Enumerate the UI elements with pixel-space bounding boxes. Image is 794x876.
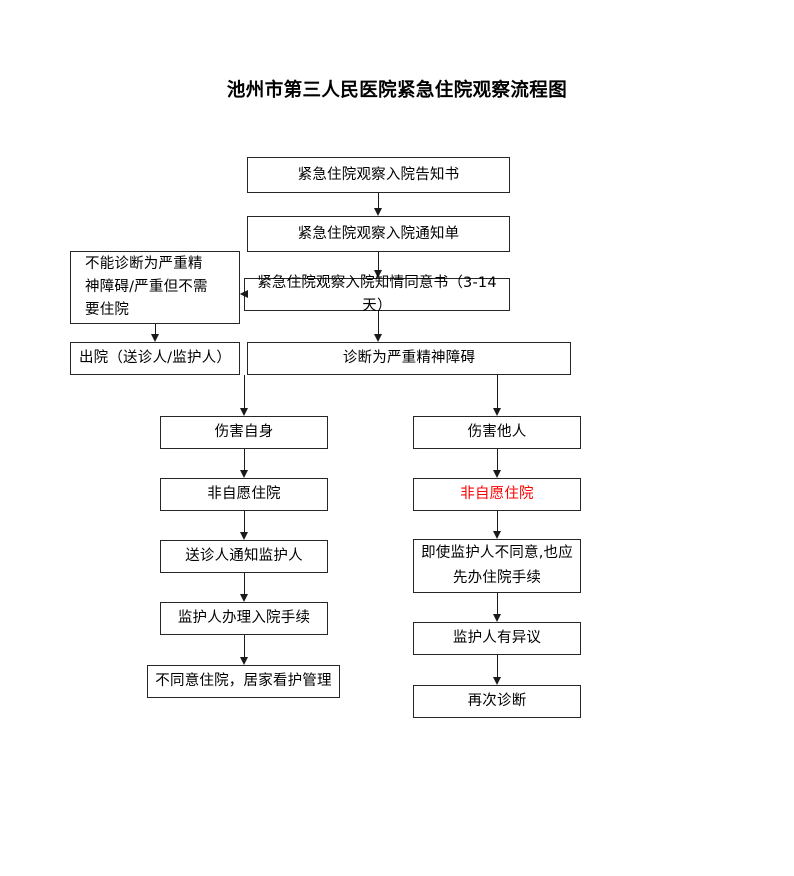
node-label: 送诊人通知监护人 [185,548,303,564]
arrowhead-even-if-to-objection [493,614,501,622]
page-title: 池州市第三人民医院紧急住院观察流程图 [226,80,568,101]
arrowhead-harm-others-to-involuntary [493,470,501,478]
node-re-diagnose[interactable]: 再次诊断 [413,685,581,718]
node-label: 紧急住院观察入院通知单 [297,225,460,242]
node-label: 紧急住院观察入院告知书 [297,166,460,183]
connector-harm-others-to-involuntary [496,449,499,470]
arrowhead-notify-to-procedures [240,594,248,602]
node-label: 再次诊断 [467,693,527,709]
arrowhead-consent-to-cannot-diagnose [240,289,248,298]
arrowhead-admission-to-consent [374,270,382,278]
connector-objection-to-rediagnose [496,655,499,677]
arrowhead-involuntary-right-to-even-if [493,531,501,539]
node-involuntary-admission-right[interactable]: 非自愿住院 [413,478,581,511]
node-cannot-diagnose[interactable]: 不能诊断为严重精 神障碍/严重但不需 要住院 [70,251,240,324]
arrowhead-notice-to-admission [374,208,382,216]
connector-diagnosed-to-harm-others [496,375,499,408]
connector-procedures-to-home-care [243,635,246,657]
arrowhead-objection-to-rediagnose [493,677,501,685]
node-label: 紧急住院观察入院知情同意书（3-14 天） [257,274,497,314]
arrowhead-consent-to-diagnosed [374,334,382,342]
connector-even-if-to-objection [496,593,499,614]
node-label: 非自愿住院 [207,486,281,502]
arrowhead-involuntary-to-notify-guardian [240,532,248,540]
node-label: 出院（送诊人/监护人） [78,350,232,366]
node-harm-self[interactable]: 伤害自身 [160,416,328,449]
node-notice-book[interactable]: 紧急住院观察入院告知书 [247,157,510,193]
node-label: 伤害自身 [214,424,274,440]
node-label: 监护人办理入院手续 [177,610,311,626]
node-guardian-objection[interactable]: 监护人有异议 [413,622,581,655]
connector-harm-self-to-involuntary [243,449,246,470]
connector-consent-to-diagnosed [377,311,380,334]
node-discharge[interactable]: 出院（送诊人/监护人） [70,342,240,375]
connector-involuntary-to-notify-guardian [243,511,246,532]
node-harm-others[interactable]: 伤害他人 [413,416,581,449]
node-diagnosed-severe[interactable]: 诊断为严重精神障碍 [247,342,571,375]
arrowhead-harm-self-to-involuntary [240,470,248,478]
node-informed-consent[interactable]: 紧急住院观察入院知情同意书（3-14 天） [244,275,510,314]
connector-notice-to-admission [377,193,380,208]
arrowhead-diagnosed-to-harm-others [493,408,501,416]
connector-admission-to-consent [377,252,380,270]
connector-cannot-diagnose-to-discharge [154,324,157,335]
connector-involuntary-right-to-even-if [496,511,499,531]
connector-notify-to-procedures [243,573,246,594]
node-even-if-guardian-disagrees[interactable]: 即使监护人不同意,也应 先办住院手续 [413,539,581,593]
node-label: 不同意住院，居家看护管理 [155,673,332,689]
node-home-care-management[interactable]: 不同意住院，居家看护管理 [147,665,340,698]
node-label: 诊断为严重精神障碍 [342,350,476,366]
node-label: 即使监护人不同意,也应 先办住院手续 [421,545,573,586]
node-notify-guardian[interactable]: 送诊人通知监护人 [160,540,328,573]
node-label: 不能诊断为严重精 神障碍/严重但不需 要住院 [85,256,208,318]
node-label: 伤害他人 [467,424,527,440]
arrowhead-diagnosed-to-harm-self [240,408,248,416]
node-label: 非自愿住院 [460,486,534,502]
node-admission-notice[interactable]: 紧急住院观察入院通知单 [247,216,510,252]
node-guardian-admission-procedures[interactable]: 监护人办理入院手续 [160,602,328,635]
arrowhead-cannot-diagnose-to-discharge [151,334,159,342]
connector-diagnosed-to-harm-self [243,375,246,408]
node-label: 监护人有异议 [452,630,542,646]
arrowhead-procedures-to-home-care [240,657,248,665]
node-involuntary-admission-left[interactable]: 非自愿住院 [160,478,328,511]
